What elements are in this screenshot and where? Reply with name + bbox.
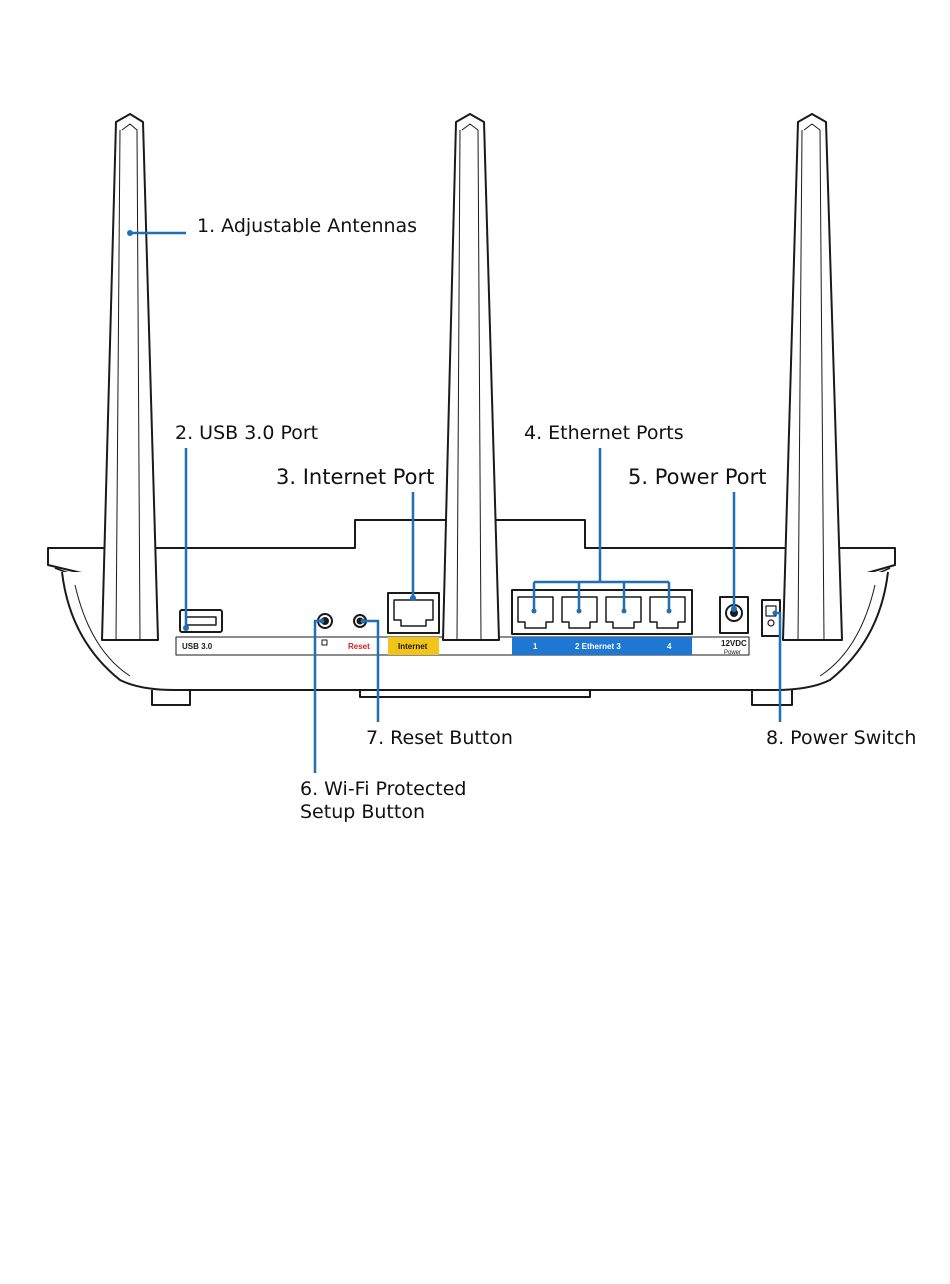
callout-wps-line1: 6. Wi-Fi Protected [300,778,466,801]
callout-power-port: 5. Power Port [628,465,767,490]
callout-ethernet-ports: 4. Ethernet Ports [524,422,684,445]
callout-usb-port: 2. USB 3.0 Port [175,422,318,445]
callout-wps-button: 6. Wi-Fi Protected Setup Button [300,778,466,824]
internet-panel-label: Internet [398,642,428,651]
callout-internet-port: 3. Internet Port [276,465,434,490]
eth-middle-label: 2 Ethernet 3 [575,642,621,651]
power-panel-label-1: 12VDC [721,639,747,648]
reset-panel-label: Reset [348,642,370,651]
usb-panel-label: USB 3.0 [182,642,213,651]
antenna-center [443,114,499,640]
callout-power-switch: 8. Power Switch [766,727,916,750]
eth-1-label: 1 [533,642,538,651]
antenna-left [102,114,158,640]
callout-wps-line2: Setup Button [300,801,466,824]
antenna-right [783,114,842,640]
callout-antennas: 1. Adjustable Antennas [197,215,417,238]
callout-reset-button: 7. Reset Button [366,727,513,750]
eth-4-label: 4 [667,642,672,651]
power-panel-label-2: Power [724,650,741,656]
